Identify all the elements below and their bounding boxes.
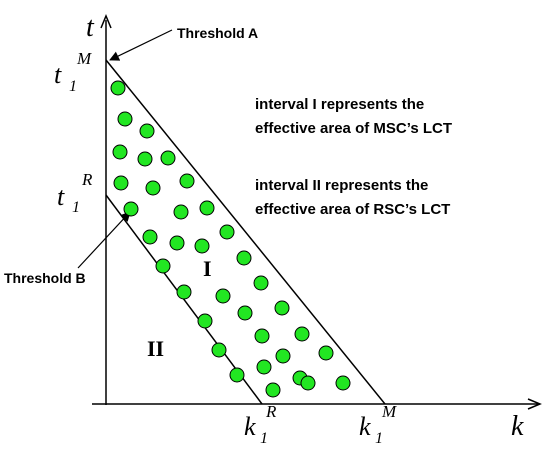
dot xyxy=(229,367,245,383)
region-label-2: II xyxy=(147,336,164,361)
svg-text:1: 1 xyxy=(69,78,77,95)
svg-text:M: M xyxy=(76,49,92,68)
threshold-a-arrow xyxy=(109,29,173,61)
threshold-b-label: Threshold B xyxy=(4,270,86,286)
tick-label-t1-M: t 1 M xyxy=(54,49,92,95)
threshold-b-arrow xyxy=(77,211,131,269)
svg-text:t: t xyxy=(57,182,65,211)
dot xyxy=(169,235,185,251)
legend-line-2: effective area of MSC’s LCT xyxy=(255,120,452,137)
threshold-a-label: Threshold A xyxy=(177,25,258,41)
dot xyxy=(123,201,139,217)
dot xyxy=(176,284,192,300)
dot xyxy=(117,111,133,127)
svg-text:M: M xyxy=(381,402,397,421)
horizontal-axis-label: k xyxy=(511,411,524,442)
dot xyxy=(199,200,215,216)
dot xyxy=(300,375,316,391)
vertical-axis-label: t xyxy=(86,12,95,43)
dot-field xyxy=(110,80,351,398)
svg-text:R: R xyxy=(81,170,93,189)
dot xyxy=(215,288,231,304)
dot xyxy=(275,348,291,364)
svg-text:1: 1 xyxy=(260,430,268,447)
dot xyxy=(142,229,158,245)
legend-line-1: interval I represents the xyxy=(255,96,424,113)
threshold-a-line xyxy=(105,59,386,405)
dot xyxy=(145,180,161,196)
dot xyxy=(219,224,235,240)
dot xyxy=(318,345,334,361)
dot xyxy=(155,258,171,274)
legend-line-4: effective area of RSC’s LCT xyxy=(255,201,450,218)
vertical-axis-arrow xyxy=(100,14,112,29)
dot xyxy=(236,250,252,266)
svg-text:k: k xyxy=(359,412,371,441)
dot xyxy=(335,375,351,391)
tick-label-k1-M: k 1 M xyxy=(359,402,397,447)
dot xyxy=(197,313,213,329)
svg-text:t: t xyxy=(54,60,62,89)
tick-label-k1-R: k 1 R xyxy=(244,402,277,447)
dot xyxy=(194,238,210,254)
dot xyxy=(294,326,310,342)
svg-text:k: k xyxy=(244,412,256,441)
dot xyxy=(139,123,155,139)
svg-text:1: 1 xyxy=(72,199,80,216)
dot xyxy=(274,300,290,316)
tick-label-t1-R: t 1 R xyxy=(57,170,93,216)
dot xyxy=(112,144,128,160)
dot xyxy=(173,204,189,220)
legend-line-3: interval II represents the xyxy=(255,177,428,194)
svg-text:R: R xyxy=(265,402,277,421)
dot xyxy=(237,305,253,321)
horizontal-axis-arrow xyxy=(527,398,542,410)
dot xyxy=(256,359,272,375)
dot xyxy=(253,275,269,291)
dot xyxy=(137,151,153,167)
dot xyxy=(254,328,270,344)
svg-text:1: 1 xyxy=(375,430,383,447)
dot xyxy=(265,382,281,398)
region-label-1: I xyxy=(203,256,212,281)
dot xyxy=(160,150,176,166)
dot xyxy=(211,342,227,358)
dot xyxy=(110,80,126,96)
dot xyxy=(179,173,195,189)
dot xyxy=(113,175,129,191)
